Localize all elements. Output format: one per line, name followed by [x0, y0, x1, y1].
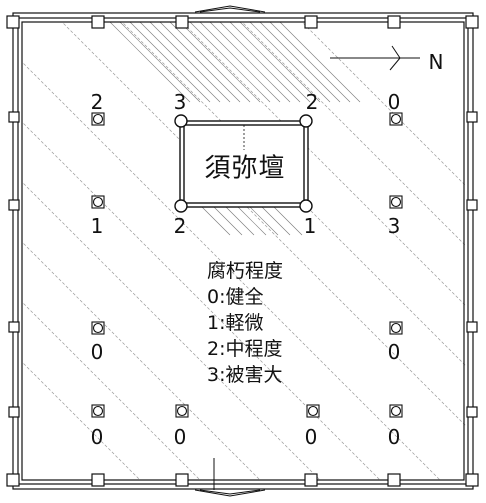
- grade-label-c2: 3: [173, 90, 187, 114]
- altar: [174, 114, 313, 213]
- wall-posts: [6, 15, 479, 487]
- altar-label: 須弥壇: [204, 153, 286, 184]
- legend-item-2: 2:中程度: [207, 338, 283, 360]
- grade-label-c3: 2: [305, 90, 319, 114]
- grade-label-c4: 0: [387, 90, 401, 114]
- grade-label-c8: 3: [387, 214, 401, 238]
- interior-columns: [91, 112, 403, 418]
- grade-label-c11: 0: [90, 425, 104, 449]
- grade-label-c5: 1: [90, 214, 104, 238]
- legend-item-0: 0:健全: [207, 286, 264, 308]
- decay-legend: 腐朽程度 0:健全 1:軽微 2:中程度 3:被害大: [207, 258, 283, 388]
- grade-label-c6: 2: [173, 214, 187, 238]
- grade-label-c14: 0: [387, 425, 401, 449]
- entrance-marks: [194, 5, 420, 497]
- hatching: [22, 22, 466, 480]
- grade-label-c12: 0: [173, 425, 187, 449]
- grade-label-c10: 0: [387, 340, 401, 364]
- legend-title: 腐朽程度: [207, 260, 284, 282]
- grade-label-c1: 2: [90, 90, 104, 114]
- legend-item-3: 3:被害大: [207, 364, 283, 386]
- grade-label-c13: 0: [304, 425, 318, 449]
- north-label: N: [428, 50, 444, 74]
- outer-wall: [12, 12, 474, 490]
- legend-item-1: 1:軽微: [207, 312, 264, 334]
- grade-label-c7: 1: [303, 214, 317, 238]
- grade-label-c9: 0: [90, 340, 104, 364]
